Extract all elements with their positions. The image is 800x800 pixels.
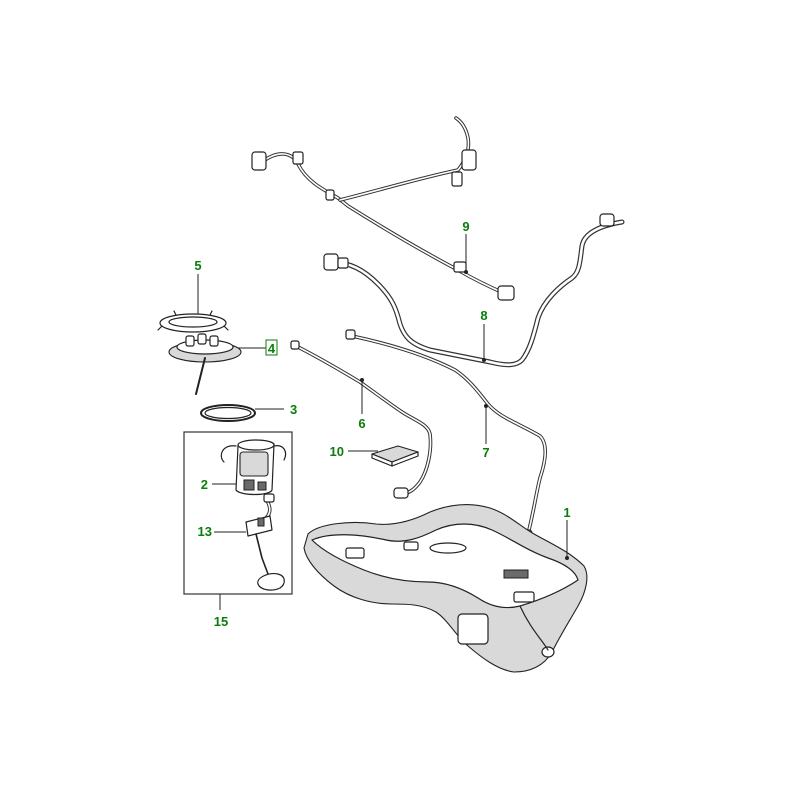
callouts: 5 4 3 2 13 15 9 8 6 7 10 1 [194,219,570,629]
callout-8: 8 [480,308,487,323]
callout-2: 2 [201,477,208,492]
lock-ring-5 [157,310,229,333]
pad-10 [371,445,419,467]
pump-module-2 [220,439,287,520]
line-8 [323,213,625,368]
sender-13 [245,515,285,591]
callout-6: 6 [358,416,365,431]
line-6 [290,340,433,499]
callout-5: 5 [194,258,201,273]
callout-3: 3 [290,402,297,417]
callout-1: 1 [563,505,570,520]
callout-4-box [265,339,278,356]
callout-10: 10 [330,444,344,459]
kit-15-box [183,431,293,595]
callout-15: 15 [214,614,228,629]
seal-ring-3 [200,404,256,422]
callout-4: 4 [268,341,276,356]
callout-7: 7 [482,445,489,460]
fuel-tank-1 [303,503,588,673]
flange-4 [168,333,242,395]
callout-13: 13 [198,524,212,539]
callout-9: 9 [462,219,469,234]
harness-9 [251,116,515,301]
leader-lines [197,234,569,610]
